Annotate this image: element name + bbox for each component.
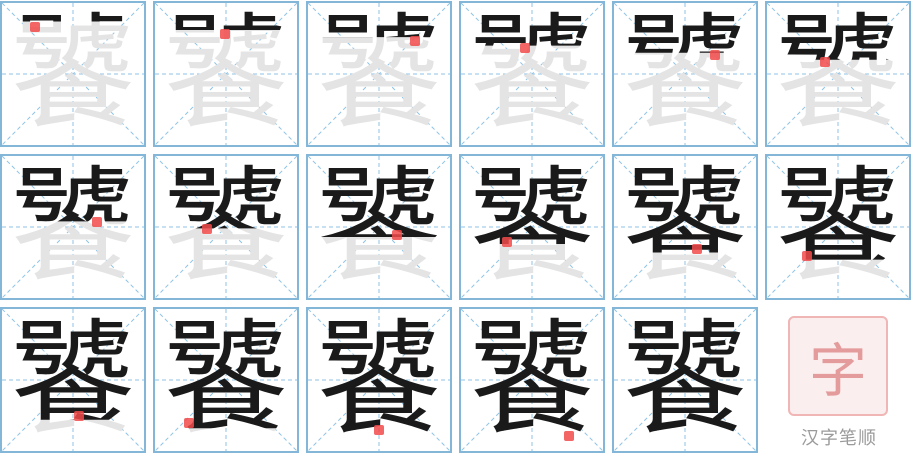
guide-lines bbox=[767, 156, 909, 298]
stroke-step-cell: 饕饕 bbox=[306, 307, 452, 453]
guide-lines bbox=[614, 309, 756, 451]
guide-lines bbox=[308, 309, 450, 451]
ghost-character: 饕 bbox=[10, 155, 135, 299]
written-strokes: 饕 bbox=[308, 3, 450, 37]
guide-lines bbox=[767, 3, 909, 145]
current-stroke-marker bbox=[202, 223, 212, 234]
ghost-character: 饕 bbox=[163, 155, 288, 299]
current-stroke-marker bbox=[820, 56, 830, 67]
guide-lines bbox=[155, 156, 297, 298]
written-strokes: 饕 bbox=[10, 309, 135, 451]
guide-lines bbox=[308, 156, 450, 298]
current-stroke-marker bbox=[410, 35, 420, 46]
written-strokes: 饕 bbox=[316, 156, 441, 298]
ghost-character: 饕 bbox=[469, 2, 594, 146]
guide-lines bbox=[2, 156, 144, 298]
logo-caption: 汉字笔顺 bbox=[801, 428, 877, 449]
current-stroke-marker bbox=[374, 425, 384, 436]
logo-seal-char: 字 bbox=[808, 337, 867, 405]
written-strokes: 饕 bbox=[2, 3, 144, 21]
ghost-character: 饕 bbox=[316, 308, 441, 452]
ghost-character: 饕 bbox=[10, 308, 135, 452]
stroke-step-cell: 饕饕 bbox=[459, 1, 605, 147]
stroke-step-cell: 饕 bbox=[612, 307, 758, 453]
current-stroke-marker bbox=[184, 418, 194, 429]
current-stroke-marker bbox=[710, 49, 720, 60]
written-strokes: 饕 bbox=[461, 3, 603, 46]
current-stroke-marker bbox=[520, 42, 530, 53]
current-stroke-marker bbox=[564, 431, 574, 441]
written-strokes: 饕 bbox=[775, 156, 900, 298]
guide-lines bbox=[461, 309, 603, 451]
ghost-character: 饕 bbox=[469, 155, 594, 299]
ghost-character: 饕 bbox=[775, 155, 900, 299]
current-stroke-marker bbox=[220, 28, 230, 39]
written-strokes: 饕 bbox=[163, 309, 288, 451]
written-strokes: 饕 bbox=[316, 309, 441, 451]
written-strokes: 饕 bbox=[767, 3, 909, 60]
stroke-step-cell: 饕饕 bbox=[0, 307, 146, 453]
guide-lines bbox=[2, 3, 144, 145]
stroke-step-cell: 饕饕 bbox=[306, 1, 452, 147]
stroke-step-cell: 饕饕 bbox=[459, 307, 605, 453]
stroke-step-cell: 饕饕 bbox=[765, 154, 911, 300]
stroke-step-cell: 饕饕 bbox=[0, 1, 146, 147]
ghost-character: 饕 bbox=[622, 2, 747, 146]
stroke-step-cell: 饕饕 bbox=[459, 154, 605, 300]
ghost-character: 饕 bbox=[469, 308, 594, 452]
stroke-step-cell: 饕饕 bbox=[612, 154, 758, 300]
ghost-character: 饕 bbox=[316, 155, 441, 299]
written-strokes: 饕 bbox=[2, 156, 144, 221]
current-stroke-marker bbox=[392, 230, 402, 241]
guide-lines bbox=[614, 156, 756, 298]
current-stroke-marker bbox=[502, 237, 512, 248]
guide-lines bbox=[155, 309, 297, 451]
final-character: 饕 bbox=[622, 308, 747, 452]
ghost-character: 饕 bbox=[622, 155, 747, 299]
written-strokes: 饕 bbox=[469, 156, 594, 298]
guide-lines bbox=[461, 156, 603, 298]
guide-lines bbox=[2, 309, 144, 451]
current-stroke-marker bbox=[692, 244, 702, 255]
logo-seal: 字 bbox=[788, 316, 888, 416]
written-strokes: 饕 bbox=[163, 156, 288, 298]
stroke-step-cell: 饕饕 bbox=[153, 307, 299, 453]
ghost-character: 饕 bbox=[775, 2, 900, 146]
stroke-step-cell: 饕饕 bbox=[0, 154, 146, 300]
guide-lines bbox=[308, 3, 450, 145]
written-strokes: 饕 bbox=[155, 3, 297, 30]
guide-lines bbox=[461, 3, 603, 145]
written-strokes: 饕 bbox=[469, 309, 594, 451]
stroke-step-cell: 饕饕 bbox=[153, 154, 299, 300]
written-strokes: 饕 bbox=[622, 156, 747, 298]
current-stroke-marker bbox=[802, 251, 812, 262]
stroke-step-cell: 饕饕 bbox=[765, 1, 911, 147]
ghost-character: 饕 bbox=[316, 2, 441, 146]
current-stroke-marker bbox=[92, 216, 102, 227]
stroke-step-cell: 饕饕 bbox=[153, 1, 299, 147]
stroke-step-cell: 饕饕 bbox=[306, 154, 452, 300]
guide-lines bbox=[614, 3, 756, 145]
ghost-character: 饕 bbox=[10, 2, 135, 146]
written-strokes: 饕 bbox=[614, 3, 756, 53]
current-stroke-marker bbox=[30, 21, 40, 32]
current-stroke-marker bbox=[74, 411, 84, 422]
guide-lines bbox=[155, 3, 297, 145]
stroke-step-cell: 饕饕 bbox=[612, 1, 758, 147]
